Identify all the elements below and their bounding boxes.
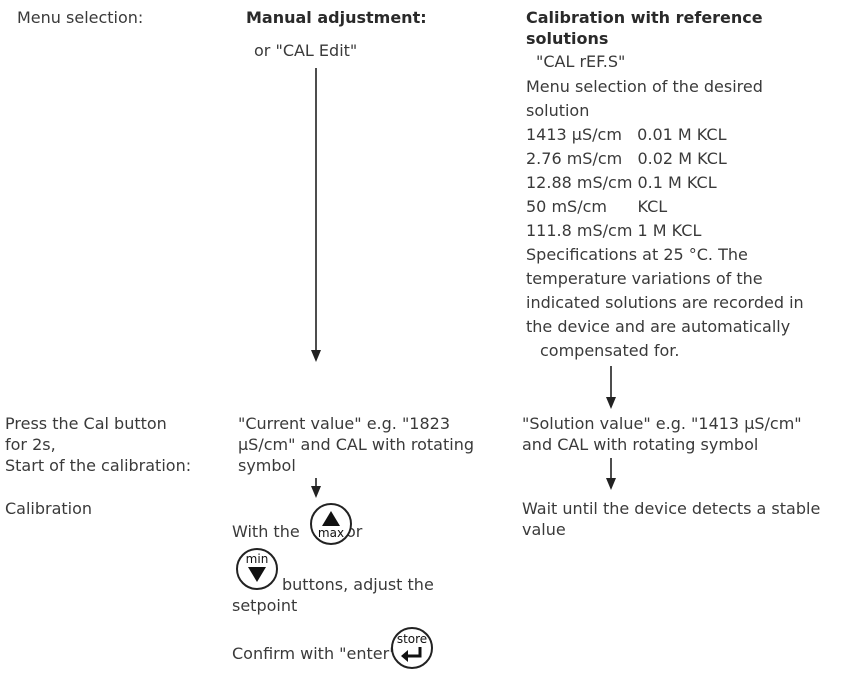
solution-value-line1: "Solution value" e.g. "1413 µS/cm"	[522, 414, 802, 433]
specifications-line5: compensated for.	[540, 341, 680, 360]
press-cal-label-line2: for 2s,	[5, 435, 56, 454]
max-up-button-icon: max	[310, 503, 352, 545]
specifications-line3: indicated solutions are recorded in	[526, 293, 804, 312]
svg-text:store: store	[397, 632, 427, 646]
specifications-line1: Specifications at 25 °C. The	[526, 245, 748, 264]
specifications-line4: the device and are automatically	[526, 317, 791, 336]
current-value-line3: symbol	[238, 456, 296, 475]
reference-heading-line1: Calibration with reference	[526, 8, 763, 27]
press-cal-label-line1: Press the Cal button	[5, 414, 167, 433]
menu-selection-label: Menu selection:	[17, 8, 144, 27]
cal-ref-text: "CAL rEF.S"	[536, 52, 626, 71]
solution-item: 50 mS/cm KCL	[526, 197, 668, 216]
or-cal-edit-text: or "CAL Edit"	[254, 41, 358, 60]
current-value-line1: "Current value" e.g. "1823	[238, 414, 451, 433]
current-value-line2: µS/cm" and CAL with rotating	[238, 435, 474, 454]
solution-item: 2.76 mS/cm 0.02 M KCL	[526, 149, 727, 168]
menu-selection-desired-line1: Menu selection of the desired	[526, 77, 763, 96]
press-cal-label-line3: Start of the calibration:	[5, 456, 192, 475]
setpoint-text: setpoint	[232, 596, 298, 615]
buttons-adjust-text: buttons, adjust the	[282, 575, 434, 594]
specifications-line2: temperature variations of the	[526, 269, 763, 288]
confirm-enter-text: Confirm with "enter"	[232, 644, 397, 663]
menu-selection-desired-line2: solution	[526, 101, 590, 120]
arrow-head	[311, 350, 321, 362]
solution-item: 12.88 mS/cm 0.1 M KCL	[526, 173, 717, 192]
solution-value-line2: and CAL with rotating symbol	[522, 435, 759, 454]
with-the-text: With the	[232, 522, 300, 541]
wait-stable-line2: value	[522, 520, 566, 539]
manual-adjustment-heading: Manual adjustment:	[246, 8, 427, 27]
svg-text:max: max	[318, 526, 344, 540]
min-down-button-icon: min	[236, 548, 278, 590]
solution-item: 111.8 mS/cm 1 M KCL	[526, 221, 702, 240]
wait-stable-line1: Wait until the device detects a stable	[522, 499, 821, 518]
solution-item: 1413 µS/cm 0.01 M KCL	[526, 125, 727, 144]
svg-text:min: min	[246, 552, 269, 566]
calibration-label: Calibration	[5, 499, 93, 518]
reference-heading-line2: solutions	[526, 29, 609, 48]
store-enter-button-icon: store	[391, 627, 433, 669]
